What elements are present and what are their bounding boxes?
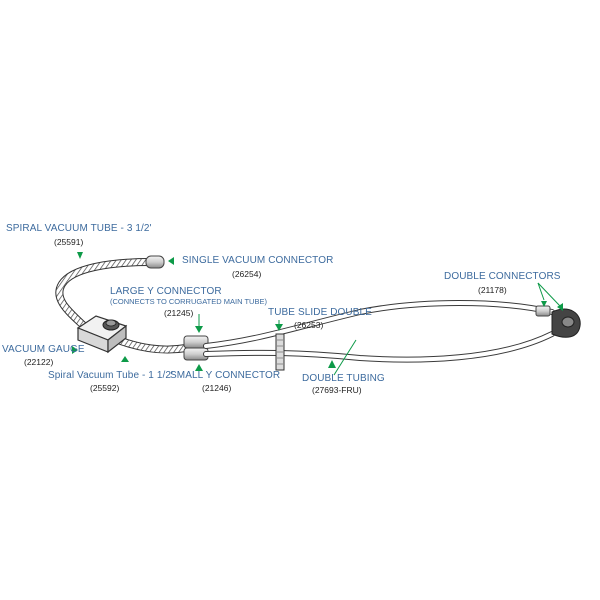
spiral-tube-long bbox=[55, 258, 154, 332]
tube-slide-double bbox=[275, 333, 285, 371]
arrow-double-connectors-right bbox=[557, 303, 563, 311]
note-large-y: (CONNECTS TO CORRUGATED MAIN TUBE) bbox=[110, 297, 267, 306]
spiral-tube-short bbox=[114, 336, 190, 354]
label-double-connectors: DOUBLE CONNECTORS bbox=[444, 271, 561, 282]
arrow-double-connectors-left bbox=[541, 301, 547, 307]
arrow-double-tubing bbox=[328, 360, 336, 368]
single-vacuum-connector bbox=[145, 255, 165, 269]
number-double-tubing: (27693-FRU) bbox=[312, 385, 362, 395]
arrow-small-y bbox=[195, 364, 203, 371]
label-spiral-tube-short: Spiral Vacuum Tube - 1 1/2' bbox=[48, 370, 174, 381]
double-connectors bbox=[535, 305, 581, 338]
number-double-connectors: (21178) bbox=[478, 285, 507, 295]
arrow-spiral-tube-long bbox=[77, 252, 83, 259]
double-tubing bbox=[203, 300, 555, 363]
number-large-y: (21245) bbox=[164, 308, 194, 318]
number-small-y: (21246) bbox=[202, 383, 232, 393]
label-spiral-tube-long: SPIRAL VACUUM TUBE - 3 1/2' bbox=[6, 223, 152, 234]
pointer-arrows bbox=[72, 252, 563, 376]
number-vacuum-gauge: (22122) bbox=[24, 357, 54, 367]
label-tube-slide: TUBE SLIDE DOUBLE bbox=[268, 307, 372, 318]
arrow-single-connector bbox=[168, 257, 174, 265]
label-single-connector: SINGLE VACUUM CONNECTOR bbox=[182, 255, 334, 266]
label-large-y: LARGE Y CONNECTOR bbox=[110, 286, 222, 297]
number-spiral-tube-long: (25591) bbox=[54, 237, 84, 247]
arrow-spiral-tube-short bbox=[121, 356, 129, 362]
number-tube-slide: (26253) bbox=[294, 320, 324, 330]
arrow-vacuum-gauge bbox=[72, 346, 78, 354]
label-double-tubing: DOUBLE TUBING bbox=[302, 373, 385, 384]
label-small-y: SMALL Y CONNECTOR bbox=[170, 370, 281, 381]
vacuum-gauge bbox=[76, 315, 128, 354]
arrow-large-y bbox=[195, 326, 203, 333]
number-spiral-tube-short: (25592) bbox=[90, 383, 120, 393]
arrow-tube-slide bbox=[275, 324, 283, 331]
label-vacuum-gauge: VACUUM GAUGE bbox=[2, 344, 85, 355]
number-single-connector: (26254) bbox=[232, 269, 262, 279]
